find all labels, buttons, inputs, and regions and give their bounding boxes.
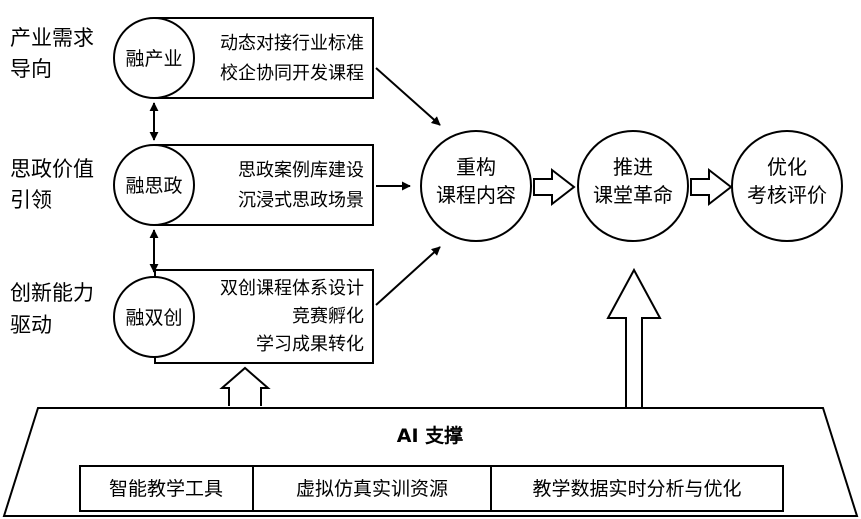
block-arrow-restructure-to-classroom [533, 167, 576, 207]
module-industry-line1: 动态对接行业标准 [220, 33, 364, 54]
stage-evaluation-circle [731, 130, 843, 242]
stage-evaluation: 优化 考核评价 [731, 130, 843, 242]
arrow-innovation-to-restructure [375, 246, 441, 306]
left-label-industry-line1: 产业需求 [10, 26, 94, 50]
left-label-innovation-line2: 驱动 [10, 313, 52, 337]
ai-support-title: AI 支撑 [397, 424, 463, 447]
block-arrow-classroom-to-evaluation [690, 167, 733, 207]
block-arrow-ai-to-innovation [219, 366, 271, 406]
stage-classroom-line2: 课堂革命 [593, 183, 673, 207]
left-label-innovation-line1: 创新能力 [10, 281, 94, 305]
stage-classroom: 推进 课堂革命 [577, 130, 689, 242]
ai-support-cell-data-analytics: 教学数据实时分析与优化 [532, 478, 741, 500]
module-ideology-circle-label: 融思政 [125, 175, 182, 197]
module-industry-circle-label: 融产业 [125, 48, 182, 70]
stage-evaluation-line1: 优化 [767, 155, 807, 179]
ai-support-cell-virtual-simulation: 虚拟仿真实训资源 [296, 478, 448, 500]
module-ideology: 融思政 思政案例库建设 沉浸式思政场景 [113, 144, 374, 226]
left-label-industry-line2: 导向 [10, 57, 52, 81]
left-label-ideology: 思政价值 引领 [10, 157, 94, 212]
module-innovation-circle-label: 融双创 [125, 307, 182, 329]
ai-support-base: AI 支撑 智能教学工具 虚拟仿真实训资源 教学数据实时分析与优化 [2, 407, 859, 517]
module-innovation-line1: 双创课程体系设计 [220, 278, 364, 299]
ai-support-table [79, 465, 784, 512]
stage-restructure-circle [420, 130, 532, 242]
module-innovation-circle [113, 276, 195, 358]
left-label-ideology-line1: 思政价值 [10, 157, 94, 181]
stage-classroom-line1: 推进 [613, 155, 653, 179]
module-industry-line2: 校企协同开发课程 [220, 63, 364, 84]
left-label-ideology-line2: 引领 [10, 188, 52, 212]
module-industry-circle [113, 17, 195, 99]
module-ideology-line1: 思政案例库建设 [238, 160, 364, 181]
stage-classroom-circle [577, 130, 689, 242]
module-industry: 融产业 动态对接行业标准 校企协同开发课程 [113, 17, 374, 99]
ai-support-cell-teaching-tools: 智能教学工具 [109, 478, 223, 500]
block-arrow-ai-to-classroom [606, 267, 662, 408]
stage-restructure-line1: 重构 [456, 155, 496, 179]
module-ideology-line2: 沉浸式思政场景 [238, 190, 364, 211]
module-innovation-line2: 竞赛孵化 [292, 306, 364, 327]
stage-restructure: 重构 课程内容 [420, 130, 532, 242]
arrow-industry-to-restructure [375, 67, 441, 126]
left-label-industry: 产业需求 导向 [10, 26, 94, 81]
stage-restructure-line2: 课程内容 [436, 183, 516, 207]
module-innovation: 融双创 双创课程体系设计 竞赛孵化 学习成果转化 [113, 269, 374, 364]
module-innovation-line3: 学习成果转化 [256, 334, 364, 355]
left-label-innovation: 创新能力 驱动 [10, 281, 94, 337]
stage-evaluation-line2: 考核评价 [747, 183, 827, 207]
module-ideology-circle [113, 144, 195, 226]
